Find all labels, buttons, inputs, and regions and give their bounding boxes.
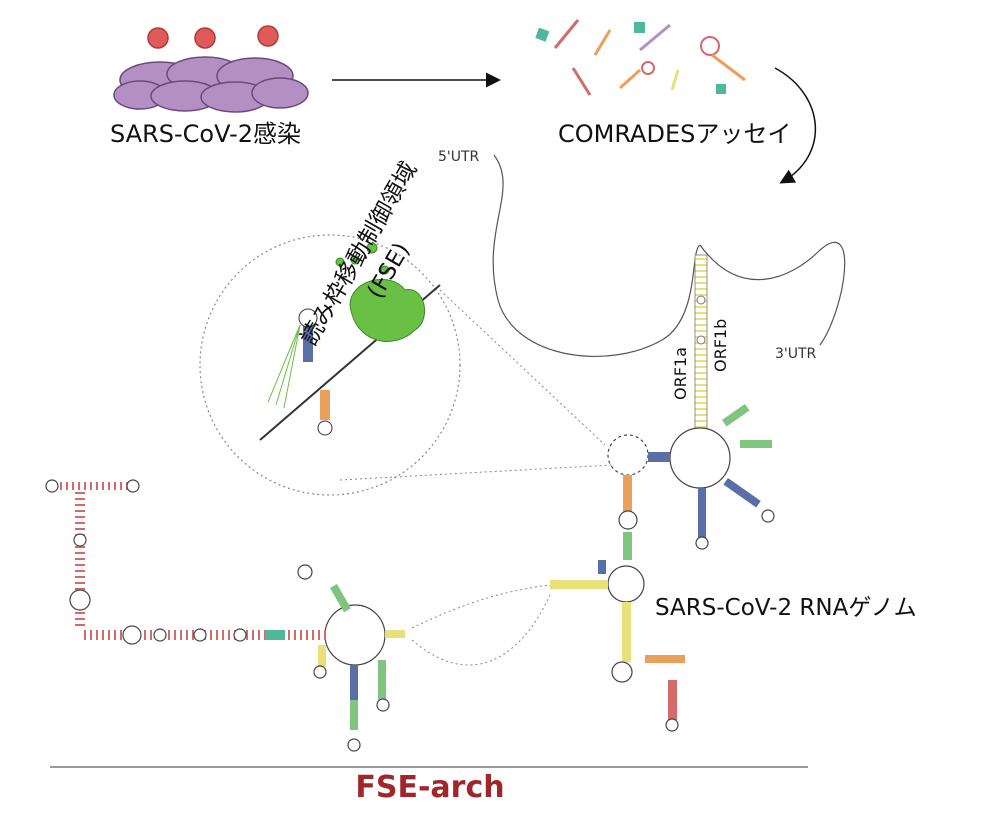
fse-zoom (199, 234, 613, 666)
genome-backbone (492, 154, 846, 357)
genome-label: SARS-CoV-2 RNAゲノム (655, 595, 917, 621)
virus-icon (147, 25, 279, 49)
fse-arch-title: FSE-arch (355, 770, 505, 805)
cell-cluster-icon (113, 56, 309, 113)
utr5-label: 5'UTR (438, 149, 480, 165)
orf1b-label: ORF1b (711, 318, 730, 372)
comrades-label: COMRADESアッセイ (558, 120, 792, 148)
rna-fragment-icon (535, 19, 746, 96)
ribosome-icon (335, 242, 425, 342)
genome-junction (550, 403, 775, 732)
orf1a-label: ORF1a (671, 347, 690, 400)
arrow-icon (774, 67, 816, 184)
utr3-label: 3'UTR (775, 346, 817, 362)
orf-stem (694, 254, 708, 436)
fse-arch-structure (45, 479, 405, 752)
infection-label: SARS-CoV-2感染 (110, 120, 302, 148)
